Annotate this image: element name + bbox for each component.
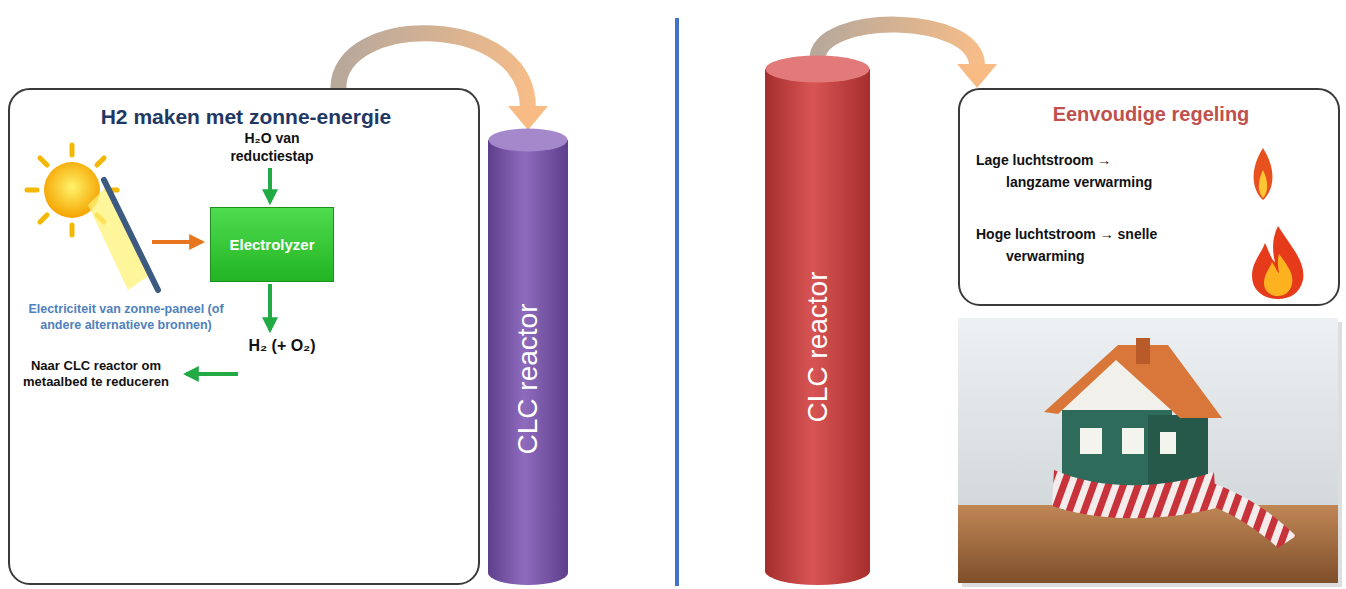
reactor-cylinder: CLC reactor (765, 55, 870, 585)
large-flame (1252, 226, 1303, 299)
process-label: Electrolyzer (229, 236, 314, 253)
solar-panel (104, 180, 158, 290)
reactor-label: CLC reactor (802, 271, 834, 422)
output-note: Naar CLC reactor om metaalbed te reducer… (16, 358, 176, 391)
arrow-head (957, 64, 997, 88)
flow-arrow (268, 168, 272, 202)
power-arrow (152, 240, 202, 244)
flow-arrow (268, 284, 272, 330)
input-label: H₂O van reductiestap (202, 130, 342, 165)
panel-title: Eenvoudige regeling (960, 102, 1342, 127)
panel-box: Eenvoudige regelingLage luchtstroom → la… (958, 88, 1340, 306)
light-beam (88, 185, 150, 290)
panel-title: H2 maken met zonne-energie (10, 104, 482, 130)
reactor-cylinder: CLC reactor (488, 128, 568, 585)
arrow-shaft (338, 33, 528, 108)
arrow-head (508, 106, 548, 130)
small-flame (1254, 148, 1273, 200)
house-photo (958, 318, 1342, 587)
source-note: Electriciteit van zonne-paneel (of ander… (28, 302, 224, 333)
reactor-label: CLC reactor (512, 304, 544, 455)
control-rule: Hoge luchtstroom → snelle verwarming (976, 224, 1176, 267)
control-rule: Lage luchtstroom → langzame verwarming (976, 150, 1176, 193)
process-box: Electrolyzer (210, 207, 334, 282)
flow-arrow (186, 372, 238, 376)
divider-line (675, 18, 679, 586)
panel-box: H2 maken met zonne-energieElectriciteit … (8, 88, 480, 585)
output-label: H₂ (+ O₂) (228, 336, 336, 356)
